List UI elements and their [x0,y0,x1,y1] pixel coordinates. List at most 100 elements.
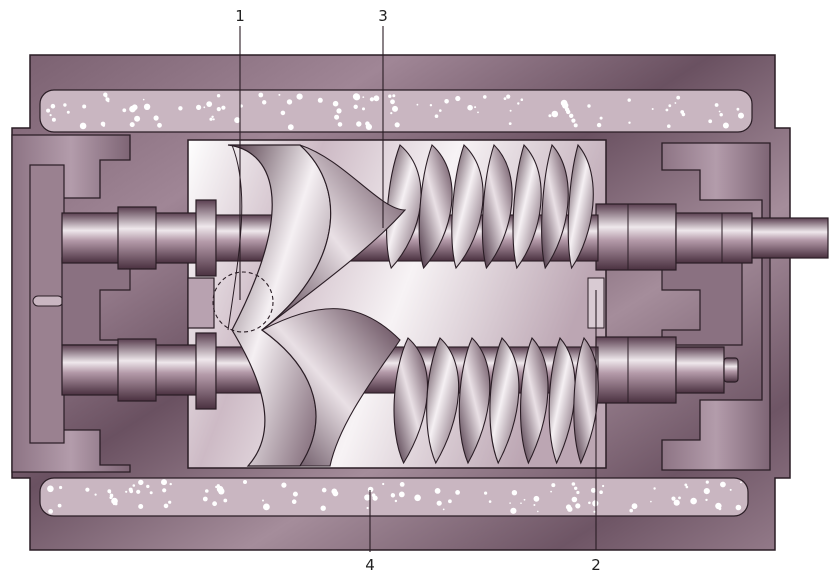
speckle [104,95,108,98]
speckle [708,119,713,124]
callout-3: 3 [378,7,388,25]
speckle [50,103,56,109]
lower-lobe [393,337,429,465]
speckle [736,107,740,111]
callout-1: 1 [235,7,245,25]
speckle [394,122,400,128]
speckle [720,481,726,488]
speckle [352,93,360,100]
speckle [287,124,294,131]
speckle [718,507,722,511]
speckle [356,121,362,127]
speckle [114,502,118,506]
speckle [212,501,218,507]
speckle [234,117,241,124]
speckle [414,494,421,502]
speckle [714,103,719,107]
speckle [474,106,477,109]
speckle [212,118,215,121]
speckle [436,500,442,506]
lower-lobe [520,336,549,465]
speckle [506,94,511,99]
speckle [429,104,433,107]
speckle [321,487,327,493]
speckle [143,103,151,111]
speckle [221,105,226,110]
speckle [382,482,385,486]
speckle [373,95,380,102]
speckle [673,499,680,506]
right-end-housing [661,142,771,471]
speckle [57,503,62,508]
speckle [676,95,681,100]
speckle [161,479,167,486]
speckle [390,493,396,498]
speckle [153,115,159,121]
speckle [394,499,398,503]
speckle [434,114,439,118]
speckle [129,122,135,128]
left-end-housing [11,134,131,473]
speckle [262,499,264,502]
speckle [416,103,419,106]
speckle [162,488,167,493]
lower-lobe [458,337,491,465]
speckle [602,484,605,488]
speckle [205,489,209,493]
speckle [132,484,136,487]
speckle [503,97,507,100]
speckle [209,117,213,121]
speckle [169,482,172,486]
speckle [399,482,405,487]
speckle [678,496,681,500]
leader-lines [239,26,597,552]
lower-lobe [573,336,599,465]
speckle [364,494,371,501]
speckle [218,488,225,495]
speckle [215,485,218,489]
speckle [369,97,374,102]
speckle [627,98,631,102]
speckle [667,124,671,128]
speckle [291,499,297,505]
speckle [392,105,398,112]
speckle [517,102,520,105]
speckle [629,508,633,513]
speckle [562,102,569,109]
lower-lobe [489,337,520,465]
speckle [63,103,67,107]
speckle [551,110,559,118]
speckle [575,503,581,509]
speckle [281,482,287,488]
speckle [550,490,552,493]
speckle [320,505,326,511]
speckle [122,108,127,113]
speckle [566,109,571,115]
speckle [684,483,688,487]
speckle [599,116,603,120]
speckle [484,491,488,495]
lower-shaft [61,332,739,410]
speckle [448,499,452,504]
speckle [587,104,591,108]
speckle [94,493,97,496]
speckle [671,496,676,501]
speckle [337,122,343,127]
speckle [262,100,267,105]
speckle [722,122,729,129]
speckle [668,104,672,108]
speckle [66,110,70,114]
speckle [467,104,473,111]
speckle [592,500,599,507]
speckle [390,99,395,105]
speckle [82,104,87,109]
speckle [439,109,442,112]
lower-rotor-lobes [393,336,599,465]
speckle [146,484,150,489]
speckle [705,480,709,484]
upper-lobe [541,143,569,270]
speckle [520,502,522,505]
speckle [681,112,686,117]
speckle [216,107,221,112]
